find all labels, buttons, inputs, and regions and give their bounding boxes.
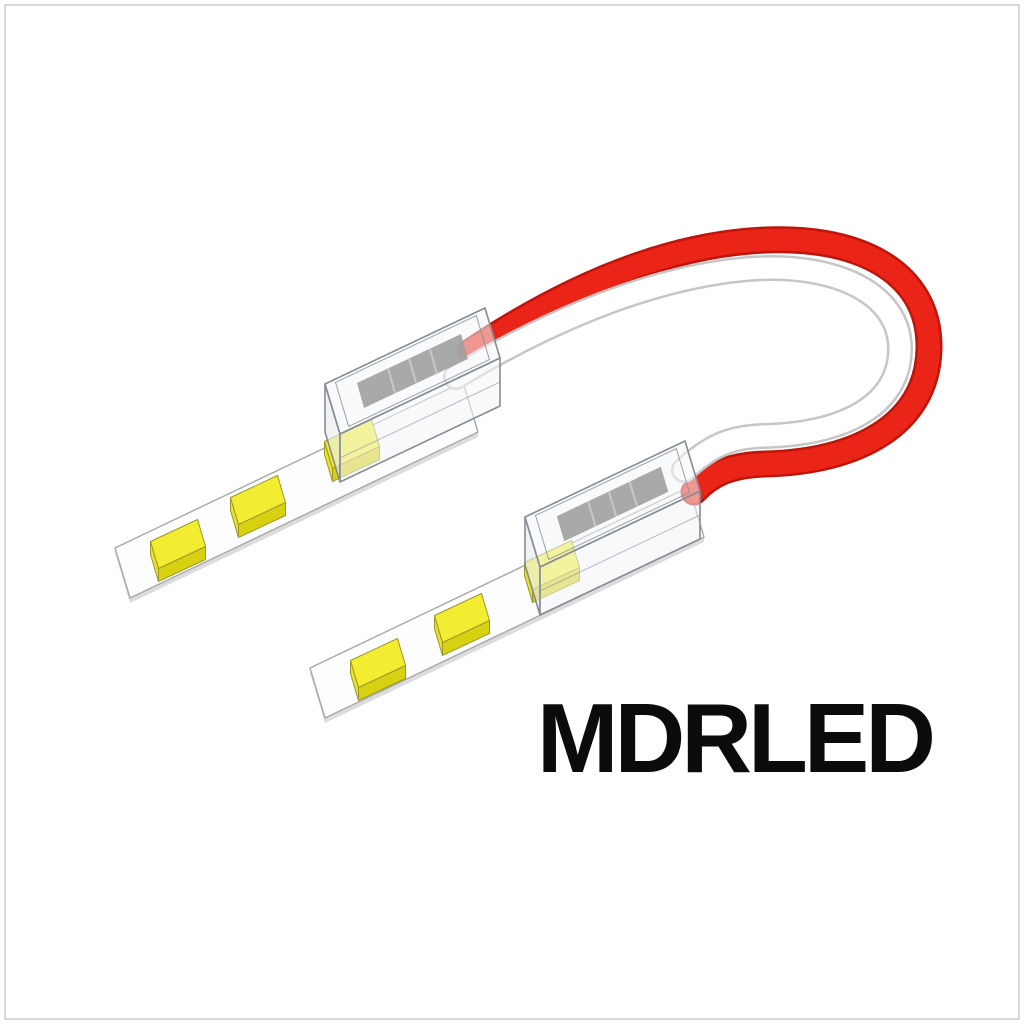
strip-side-edge <box>130 432 478 603</box>
image-frame <box>4 4 1020 1020</box>
connector-left <box>324 307 501 483</box>
connector-inner-outline <box>334 314 491 428</box>
strip-side-edge <box>325 537 704 723</box>
connector-inner-outline <box>534 447 691 561</box>
connector-top-face <box>324 307 501 435</box>
connector-top-face <box>524 440 701 568</box>
connector-seam <box>339 381 501 459</box>
jumper-wire <box>443 226 943 506</box>
connector-right <box>524 440 701 616</box>
white-wire <box>445 257 911 481</box>
connector-seam <box>539 514 701 592</box>
brand-logo: MDRLED <box>537 683 932 793</box>
red-wire <box>459 228 941 503</box>
white-wire-outline <box>443 255 914 483</box>
